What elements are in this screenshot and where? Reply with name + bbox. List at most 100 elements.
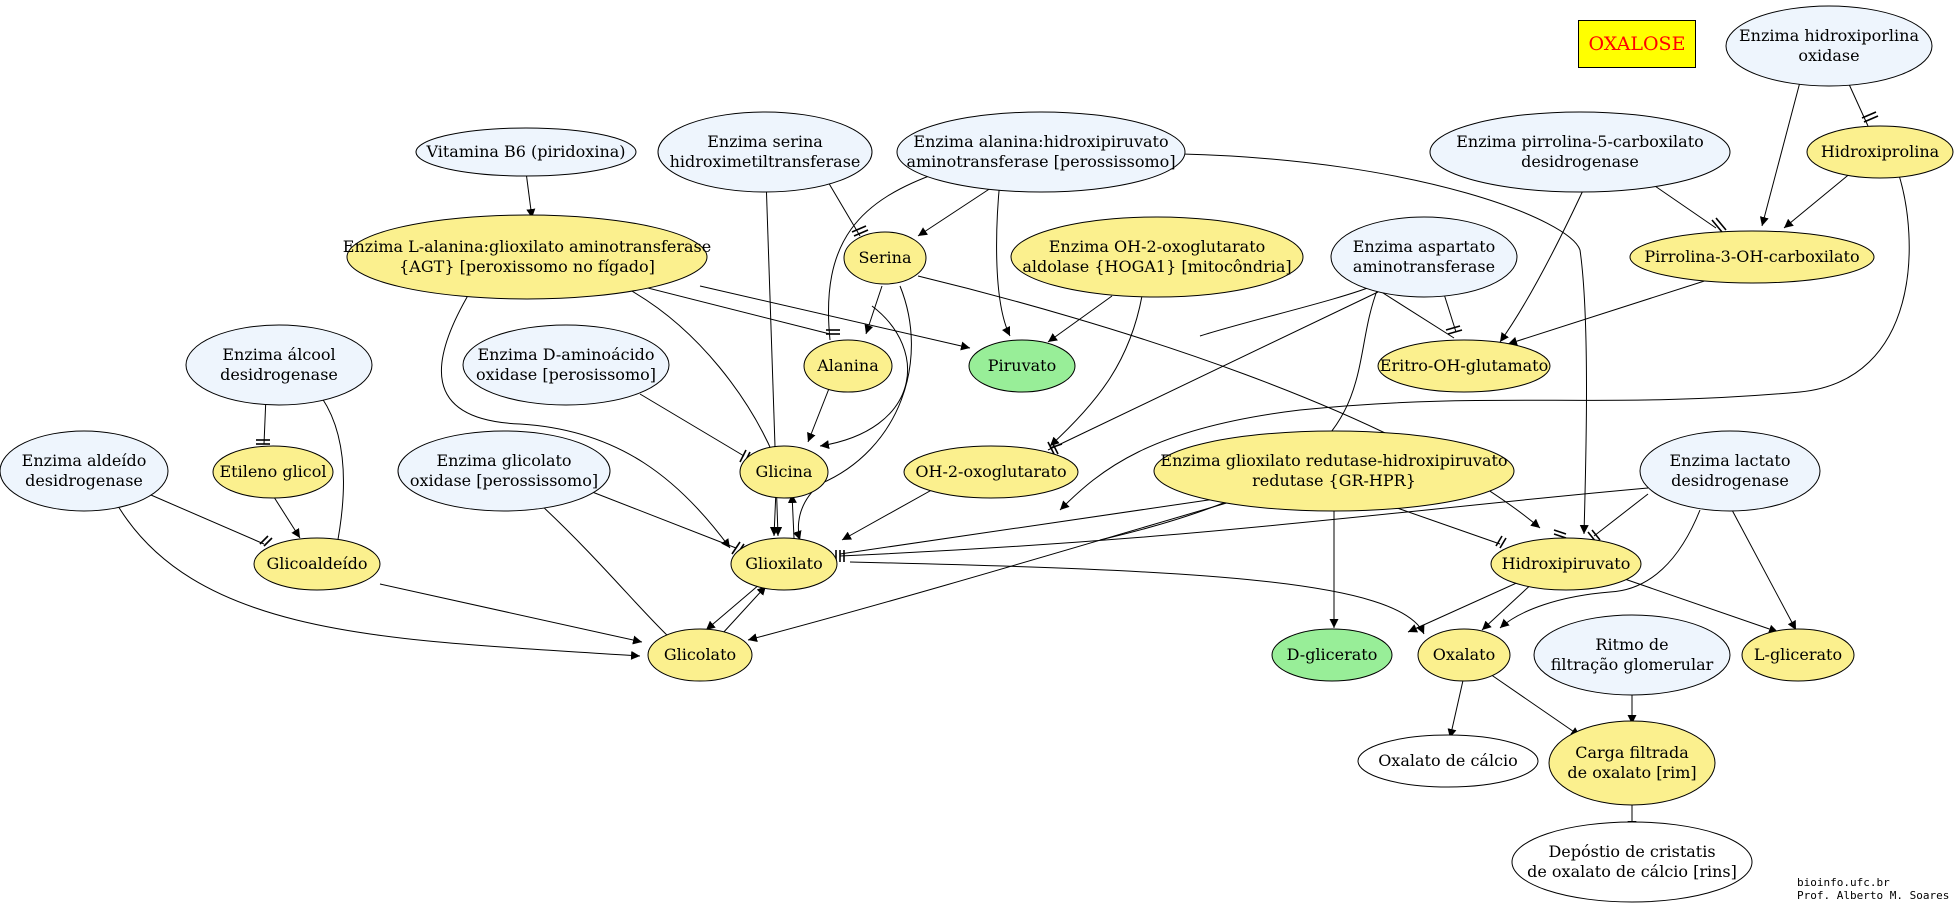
node-shape xyxy=(1429,111,1731,193)
edge xyxy=(819,305,908,450)
edge xyxy=(1847,81,1869,127)
edge xyxy=(839,487,1649,557)
node-erythro: Eritro-OH-glutamato xyxy=(1377,339,1551,393)
inhibition-mark xyxy=(739,449,747,463)
node-label: Etileno glicol xyxy=(219,462,326,481)
node-pyruvate: Piruvato xyxy=(968,339,1076,393)
node-label: Enzima OH-2-oxoglutarato xyxy=(1049,237,1266,256)
edge xyxy=(828,171,941,341)
edge xyxy=(525,171,536,219)
edge xyxy=(1059,171,1910,511)
edge xyxy=(143,491,265,545)
inhibition-mark xyxy=(1049,443,1063,449)
node-hydroxypyruvate: Hidroxipiruvato xyxy=(1490,537,1642,591)
inhibition-mark xyxy=(1447,329,1463,335)
node-d-glycerate: D-glicerato xyxy=(1271,628,1393,682)
edge xyxy=(1199,283,1379,337)
node-label: Oxalato de cálcio xyxy=(1378,751,1518,770)
inhibition-mark xyxy=(1495,535,1503,547)
node-shape xyxy=(803,339,893,393)
edge xyxy=(539,503,673,641)
credit-author: Prof. Alberto M. Soares xyxy=(1797,889,1950,902)
node-vitamin-b6: Vitamina B6 (piridoxina) xyxy=(415,127,637,177)
node-shape xyxy=(647,628,753,682)
node-label: Enzima L-alanina:glioxilato aminotransfe… xyxy=(343,237,711,256)
node-label: Oxalato xyxy=(1433,645,1495,664)
edge xyxy=(1759,81,1801,227)
node-label: Enzima alanina:hidroxipiruvato xyxy=(913,132,1168,151)
edge xyxy=(1783,171,1853,229)
edge xyxy=(1481,579,1537,631)
node-label: Enzima glicolato xyxy=(436,451,571,470)
inhibition-mark xyxy=(1863,115,1879,123)
edge xyxy=(321,397,344,551)
node-agt: Enzima L-alanina:glioxilato aminotransfe… xyxy=(343,214,711,300)
edge xyxy=(631,283,831,335)
inhibition-mark xyxy=(851,225,867,233)
node-calcium-oxalate: Oxalato de cálcio xyxy=(1357,734,1539,788)
inhibition-mark xyxy=(1499,537,1507,549)
node-label: {AGT} [peroxissomo no fígado] xyxy=(399,257,655,276)
node-label: filtração glomerular xyxy=(1551,655,1714,674)
node-label: Enzima aldeído xyxy=(22,451,147,470)
node-label: Carga filtrada xyxy=(1575,743,1689,762)
edge xyxy=(1447,675,1465,739)
inhibition-mark xyxy=(1051,441,1059,455)
node-shape xyxy=(185,324,373,406)
node-shape xyxy=(1548,720,1716,806)
node-alanine: Alanina xyxy=(803,339,893,393)
node-label: L-glicerato xyxy=(1754,645,1842,664)
node-shape xyxy=(1330,216,1518,298)
node-label: Enzima álcool xyxy=(222,345,335,364)
edge xyxy=(841,481,947,541)
node-shape xyxy=(657,111,873,193)
edge xyxy=(1507,275,1721,346)
node-label: desidrogenase xyxy=(220,365,338,384)
node-pyrroline: Pirrolina-3-OH-carboxilato xyxy=(1629,230,1875,284)
node-shape xyxy=(0,430,169,512)
node-shape xyxy=(1511,821,1753,903)
node-label: redutase {GR-HPR} xyxy=(1252,471,1416,490)
edge xyxy=(1731,509,1797,631)
inhibition-mark xyxy=(853,229,869,237)
inhibition-mark xyxy=(1861,111,1877,119)
edge xyxy=(639,393,745,457)
node-l-glycerate: L-glicerato xyxy=(1741,628,1855,682)
node-shape xyxy=(730,537,838,591)
diagram-title: OXALOSE xyxy=(1578,20,1696,68)
node-shape xyxy=(397,430,611,512)
edge xyxy=(1593,493,1649,537)
credit: bioinfo.ufc.br Prof. Alberto M. Soares xyxy=(1797,876,1949,902)
node-shape xyxy=(1377,339,1551,393)
node-label: D-glicerato xyxy=(1287,645,1378,664)
node-shape xyxy=(1533,614,1731,696)
node-shape xyxy=(739,445,829,499)
node-label: Enzima hidroxiporlina xyxy=(1739,26,1919,45)
node-glycine: Glicina xyxy=(739,445,829,499)
edge xyxy=(1651,183,1717,229)
inhibition-mark xyxy=(1591,529,1601,541)
node-label: oxidase xyxy=(1798,46,1859,65)
node-label: hidroximetiltransferase xyxy=(670,152,861,171)
inhibition-mark xyxy=(259,535,269,545)
node-shape xyxy=(346,214,708,300)
edge xyxy=(807,385,831,443)
inhibition-mark xyxy=(731,541,741,555)
node-label: Vitamina B6 (piridoxina) xyxy=(425,142,625,161)
node-label: aminotransferase [perossissomo] xyxy=(906,152,1175,171)
node-shape xyxy=(1357,734,1539,788)
edge xyxy=(1379,501,1501,545)
node-label: Glicolato xyxy=(664,645,736,664)
inhibition-mark xyxy=(1711,219,1723,233)
node-label: aldolase {HOGA1} [mitocôndria] xyxy=(1022,257,1291,276)
node-shape xyxy=(212,445,334,499)
node-shape xyxy=(1725,5,1933,87)
node-label: Depóstio de cristatis xyxy=(1548,842,1715,861)
node-p5c-dehydrogenase: Enzima pirrolina-5-carboxilatodesidrogen… xyxy=(1429,111,1731,193)
edge xyxy=(839,497,1223,555)
